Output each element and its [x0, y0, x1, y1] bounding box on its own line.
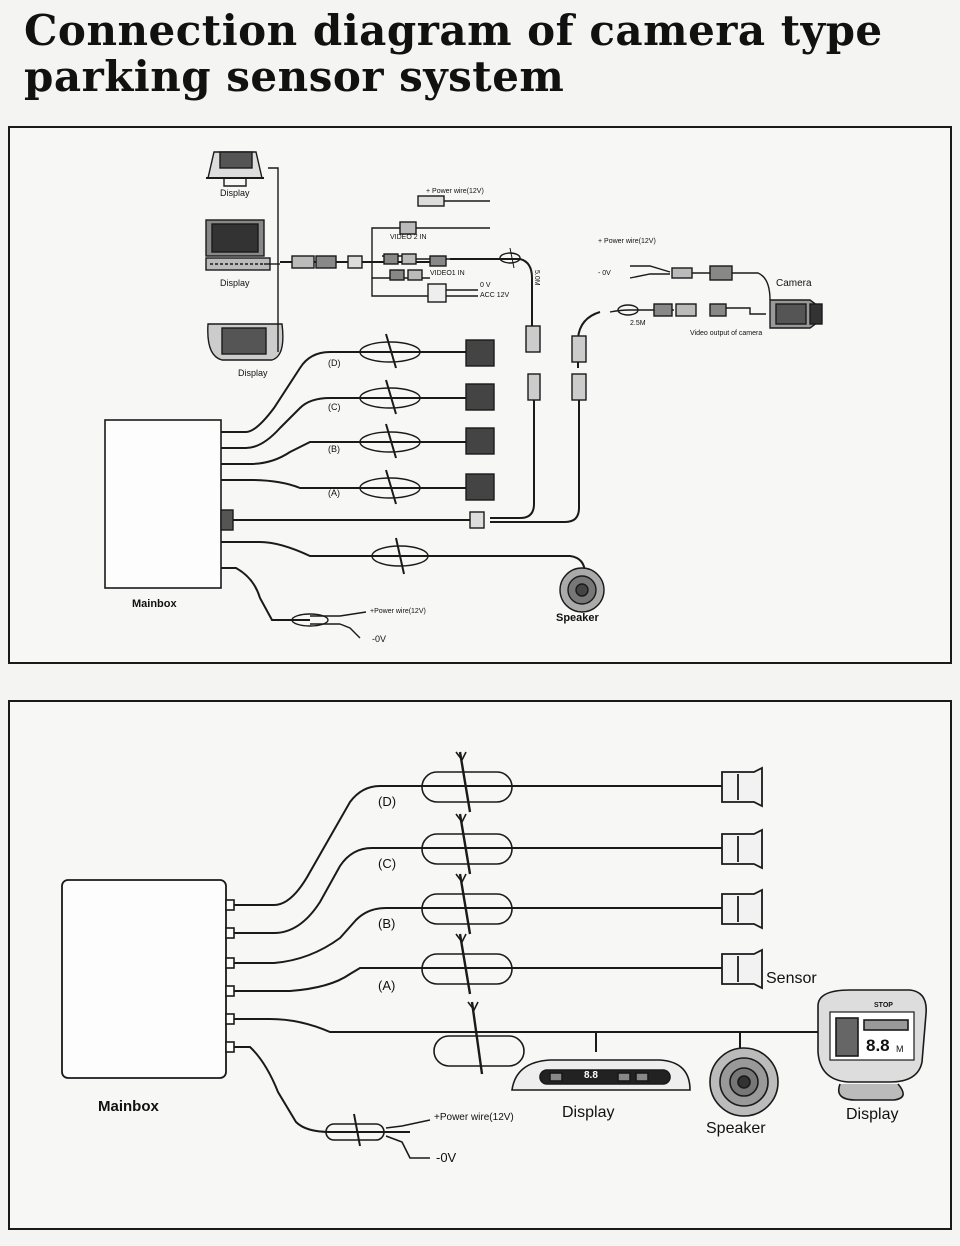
page-title: Connection diagram of camera type parkin… [24, 8, 883, 100]
zero-v-label: -0V [436, 1150, 457, 1165]
in-dash-monitor-icon [205, 219, 271, 271]
lcd-display-label: Display [846, 1106, 899, 1123]
lcd-readout: 8.8 [866, 1036, 890, 1055]
camera-diagram-panel: Display Display Display + Power wire(12V… [8, 126, 952, 664]
camera-0v-label: - 0V [598, 270, 611, 277]
power-wire-label: +Power wire(12V) [434, 1112, 514, 1123]
speaker-label: Speaker [556, 612, 599, 624]
speaker-icon [709, 1047, 779, 1117]
camera-diagram-drawing [104, 151, 823, 639]
basic-diagram-drawing [61, 751, 927, 1159]
title-line-2: parking sensor system [24, 52, 565, 101]
display-label-1: Display [220, 188, 250, 198]
camera-power-wire-label: + Power wire(12V) [598, 238, 656, 245]
lcd-stop-text: STOP [874, 1002, 893, 1009]
power-wire-top-label: + Power wire(12V) [426, 188, 484, 195]
video-output-label: Video output of camera [690, 330, 763, 337]
lcd-display-icon [817, 989, 927, 1101]
video-extension-cables [224, 325, 587, 529]
mainbox-unit [61, 879, 227, 1079]
video-harness [280, 195, 533, 328]
basic-diagram-panel: (D) (C) (B) (A) Sensor Mainbox +Power wi… [8, 700, 952, 1230]
speaker-icon [559, 567, 605, 613]
mirror-monitor-icon [207, 323, 284, 361]
bar-display-icon [511, 1059, 691, 1091]
bar-display-readout: 8.8 [584, 1070, 598, 1081]
display-label-3: Display [238, 368, 268, 378]
power-lead [221, 567, 310, 621]
sensor-label: Sensor [766, 970, 817, 987]
rear-camera-icon [769, 299, 823, 329]
sensor-wires [221, 351, 466, 489]
wire-clips [359, 333, 421, 505]
mainbox-label: Mainbox [98, 1098, 159, 1115]
camera-power-lead [577, 265, 771, 368]
title-line-1: Connection diagram of camera type [24, 6, 883, 55]
mainbox-label: Mainbox [132, 598, 177, 610]
display-label-2: Display [220, 278, 250, 288]
channel-d-label: (D) [328, 358, 341, 368]
wire-clips [421, 751, 525, 1075]
channel-b-label: (B) [328, 444, 340, 454]
sensor-heads [465, 339, 495, 501]
acc-12v-label: ACC 12V [480, 292, 510, 299]
video1-in-label: VIDEO1 IN [430, 270, 465, 277]
speaker-wire [221, 541, 586, 575]
channel-b-label: (B) [378, 916, 396, 931]
speaker-label: Speaker [706, 1120, 766, 1137]
sensor-heads [721, 766, 763, 990]
display-bus-wire [234, 1018, 818, 1033]
cable-5m-label: 5.0M [533, 270, 540, 286]
power-lead [234, 1046, 410, 1133]
channel-d-label: (D) [378, 794, 397, 809]
video2-in-label: VIDEO 2 IN [390, 234, 427, 241]
dashboard-monitor-icon [206, 151, 264, 187]
channel-c-label: (C) [328, 402, 341, 412]
cable-2-5m-label: 2.5M [630, 320, 646, 327]
channel-a-label: (A) [378, 978, 396, 993]
bar-display-label: Display [562, 1104, 615, 1121]
channel-a-label: (A) [328, 488, 340, 498]
lcd-unit: M [896, 1044, 904, 1054]
power-wire-label: +Power wire(12V) [370, 608, 426, 615]
sensor-wires [234, 785, 722, 992]
zero-v-bottom-label: -0V [372, 634, 387, 644]
channel-c-label: (C) [378, 856, 397, 871]
zero-v-label: 0 V [480, 282, 491, 289]
camera-label: Camera [776, 278, 812, 289]
mainbox-unit [104, 419, 222, 589]
